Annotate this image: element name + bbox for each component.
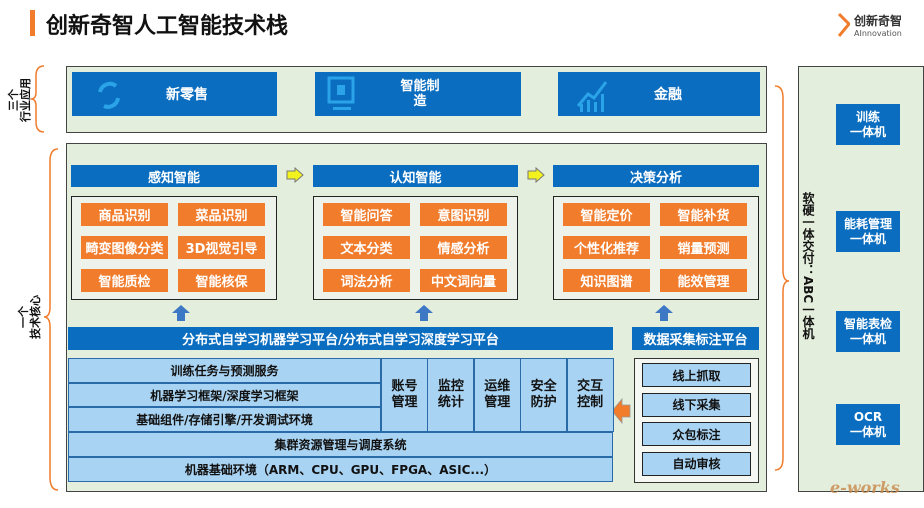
capability-item[interactable]: 词法分析 — [323, 269, 410, 292]
data-platform-item[interactable]: 众包标注 — [642, 422, 751, 446]
capability-item[interactable]: 商品识别 — [81, 203, 168, 226]
data-platform-title[interactable]: 数据采集标注平台 — [632, 327, 759, 350]
stack-column[interactable]: 监控统计 — [427, 358, 475, 432]
stack-column[interactable]: 安全防护 — [520, 358, 568, 432]
column-header[interactable]: 感知智能 — [71, 165, 277, 187]
data-platform-item[interactable]: 自动审核 — [642, 451, 751, 476]
abc-machine[interactable]: 能耗管理 一体机 — [836, 211, 900, 252]
capability-item[interactable]: 智能核保 — [178, 269, 265, 292]
capability-item[interactable]: 能效管理 — [660, 269, 747, 292]
up-arrow-icon — [655, 305, 673, 321]
growth-chart-icon — [576, 81, 608, 112]
title-accent-bar — [30, 10, 35, 36]
core-brace-icon — [43, 148, 59, 491]
logo-name: 创新奇智 — [854, 14, 903, 28]
ml-platform-bar[interactable]: 分布式自学习机器学习平台/分布式自学习深度学习平台 — [68, 327, 613, 350]
capability-item[interactable]: 3D视觉引导 — [178, 236, 265, 259]
stack-row[interactable]: 机器学习框架/深度学习框架 — [68, 383, 381, 407]
industry-new-retail[interactable]: 新零售 — [72, 72, 277, 116]
industry-label-text: 金融 — [654, 87, 682, 103]
capability-item[interactable]: 畸变图像分类 — [81, 236, 168, 259]
delivery-label: 软硬一体交付：ABC一体机 — [801, 192, 815, 340]
cluster-row[interactable]: 集群资源管理与调度系统 — [68, 432, 613, 457]
capability-item[interactable]: 智能质检 — [81, 269, 168, 292]
logo-sub: AInnovation — [854, 29, 902, 38]
capability-item[interactable]: 智能补货 — [660, 203, 747, 226]
machine-env-row[interactable]: 机器基础环境（ARM、CPU、GPU、FPGA、ASIC...） — [68, 457, 613, 482]
capability-item[interactable]: 情感分析 — [420, 236, 507, 259]
stack-column[interactable]: 账号管理 — [381, 358, 428, 432]
capability-item[interactable]: 个性化推荐 — [563, 236, 650, 259]
capability-item[interactable]: 知识图谱 — [563, 269, 650, 292]
logo-icon — [838, 12, 850, 37]
data-platform-item[interactable]: 线下采集 — [642, 392, 751, 417]
stack-row[interactable]: 训练任务与预测服务 — [68, 358, 381, 383]
up-arrow-icon — [415, 305, 433, 321]
abc-machine[interactable]: 训练 一体机 — [836, 104, 900, 145]
up-arrow-icon — [172, 305, 190, 321]
industry-label-text: 智能制造 — [400, 79, 440, 109]
abc-machine[interactable]: OCR 一体机 — [836, 404, 900, 445]
capability-item[interactable]: 中文词向量 — [420, 269, 507, 292]
recycle-icon — [98, 81, 120, 109]
flow-arrow-icon — [527, 166, 545, 187]
column-header[interactable]: 认知智能 — [313, 165, 518, 187]
stack-column[interactable]: 交互控制 — [566, 358, 614, 432]
page-title: 创新奇智人工智能技术栈 — [46, 14, 289, 39]
industry-smart-manufacturing[interactable]: 智能制造 — [315, 72, 521, 116]
stack-row[interactable]: 基础组件/存储引擎/开发调试环境 — [68, 407, 381, 432]
capability-item[interactable]: 智能定价 — [563, 203, 650, 226]
industry-finance[interactable]: 金融 — [558, 72, 760, 116]
capability-item[interactable]: 文本分类 — [323, 236, 410, 259]
watermark: e-works — [830, 478, 900, 497]
data-platform-item[interactable]: 线上抓取 — [642, 363, 751, 387]
capability-item[interactable]: 智能问答 — [323, 203, 410, 226]
abc-machine[interactable]: 智能表检 一体机 — [836, 311, 900, 352]
column-header[interactable]: 决策分析 — [553, 165, 759, 187]
flow-arrow-icon — [286, 166, 304, 187]
stack-column[interactable]: 运维管理 — [473, 358, 521, 432]
industry-brace-icon — [30, 65, 45, 133]
industry-label-text: 新零售 — [166, 87, 208, 103]
delivery-brace-icon — [774, 85, 790, 471]
capability-item[interactable]: 菜品识别 — [178, 203, 265, 226]
left-arrow-icon — [611, 398, 631, 424]
logo: 创新奇智 AInnovation — [838, 12, 902, 38]
monitor-icon — [327, 76, 355, 110]
capability-item[interactable]: 意图识别 — [420, 203, 507, 226]
capability-item[interactable]: 销量预测 — [660, 236, 747, 259]
